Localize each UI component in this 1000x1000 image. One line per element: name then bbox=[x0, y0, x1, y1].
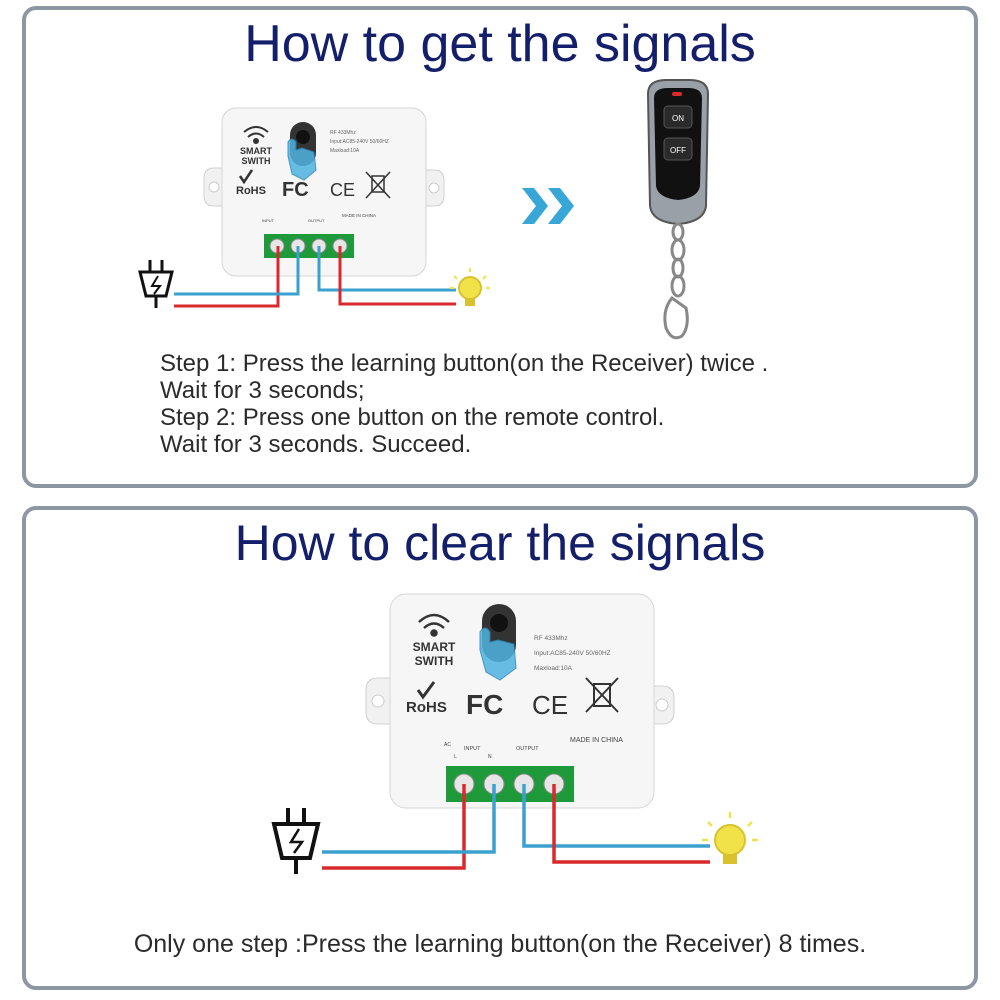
spec-input: Input:AC85-240V 50/60HZ bbox=[534, 650, 611, 657]
brand-line2: SWITH bbox=[242, 156, 271, 166]
remote-off-button bbox=[663, 137, 693, 161]
spec-load: Maxload:10A bbox=[330, 148, 360, 154]
brand-line1: SMART bbox=[240, 146, 272, 156]
label-output: OUTPUT bbox=[516, 746, 539, 752]
weee-bin-icon bbox=[585, 677, 619, 713]
wiring bbox=[174, 246, 456, 308]
clear-signals-title: How to clear the signals bbox=[234, 515, 766, 571]
clear-signals-illustration: SMART SWITH RF 433Mhz Input:AC85-240V 50… bbox=[271, 593, 758, 874]
clear-signals-step: Only one step :Press the learning button… bbox=[133, 930, 867, 958]
receiver-device: SMART SWITH RF 433Mhz Input:AC85-240V 50… bbox=[365, 593, 675, 809]
power-plug-icon bbox=[271, 808, 321, 874]
finger-press-icon bbox=[479, 627, 517, 681]
spec-input: Input:AC85-240V 50/60HZ bbox=[330, 139, 389, 145]
step-line: Wait for 3 seconds; bbox=[160, 377, 365, 404]
spec-rf: RF 433Mhz bbox=[534, 635, 568, 642]
receiver-device: SMART SWITH RF 433Mhz Input:AC85-240V 50… bbox=[203, 107, 445, 277]
wifi-icon bbox=[243, 126, 269, 144]
finger-press-icon bbox=[287, 138, 317, 181]
remote-control: ON OFF bbox=[646, 79, 710, 340]
wiring bbox=[322, 784, 710, 870]
rohs-mark: RoHS bbox=[236, 185, 266, 197]
fc-mark: FC bbox=[466, 689, 503, 720]
double-chevron-arrow-icon bbox=[522, 188, 574, 224]
light-bulb-icon bbox=[702, 812, 758, 864]
terminal-l-label: L bbox=[454, 754, 457, 760]
step-line: Step 2: Press one button on the remote c… bbox=[160, 404, 665, 431]
light-bulb-icon bbox=[450, 268, 490, 306]
check-icon bbox=[238, 169, 254, 185]
label-ac: AC bbox=[444, 742, 451, 748]
keychain bbox=[663, 222, 689, 340]
remote-off-label: OFF bbox=[670, 146, 686, 155]
spec-rf: RF 433Mhz bbox=[330, 130, 356, 136]
step-line: Wait for 3 seconds. Succeed. bbox=[160, 431, 472, 458]
weee-bin-icon bbox=[365, 171, 391, 199]
get-signals-title: How to get the signals bbox=[244, 15, 756, 73]
remote-on-button bbox=[663, 105, 693, 129]
wifi-icon bbox=[418, 613, 450, 637]
made-in-label: MADE IN CHINA bbox=[570, 737, 623, 744]
label-output: OUTPUT bbox=[308, 218, 325, 223]
step-line: Step 1: Press the learning button(on the… bbox=[160, 350, 769, 377]
ce-mark: CE bbox=[330, 180, 355, 200]
terminal-n-label: N bbox=[488, 754, 492, 760]
remote-on-label: ON bbox=[672, 114, 684, 123]
fc-mark: FC bbox=[282, 179, 309, 201]
check-icon bbox=[416, 681, 436, 700]
brand-line2: SWITH bbox=[415, 654, 454, 668]
spec-load: Maxload:10A bbox=[534, 665, 573, 672]
power-plug-icon bbox=[138, 260, 174, 308]
clear-signals-panel: How to clear the signals SMART SWITH RF … bbox=[22, 506, 978, 990]
made-in-label: MADE IN CHINA bbox=[342, 213, 376, 218]
ce-mark: CE bbox=[532, 690, 568, 720]
rohs-mark: RoHS bbox=[406, 699, 447, 716]
label-input: INPUT bbox=[464, 746, 481, 752]
get-signals-steps: Step 1: Press the learning button(on the… bbox=[160, 350, 768, 458]
label-input: INPUT bbox=[262, 218, 275, 223]
get-signals-illustration: SMART SWITH RF 433Mhz Input:AC85-240V 50… bbox=[138, 79, 710, 340]
brand-line1: SMART bbox=[413, 640, 456, 654]
get-signals-panel: How to get the signals SMART SWITH RF 43… bbox=[22, 6, 978, 488]
